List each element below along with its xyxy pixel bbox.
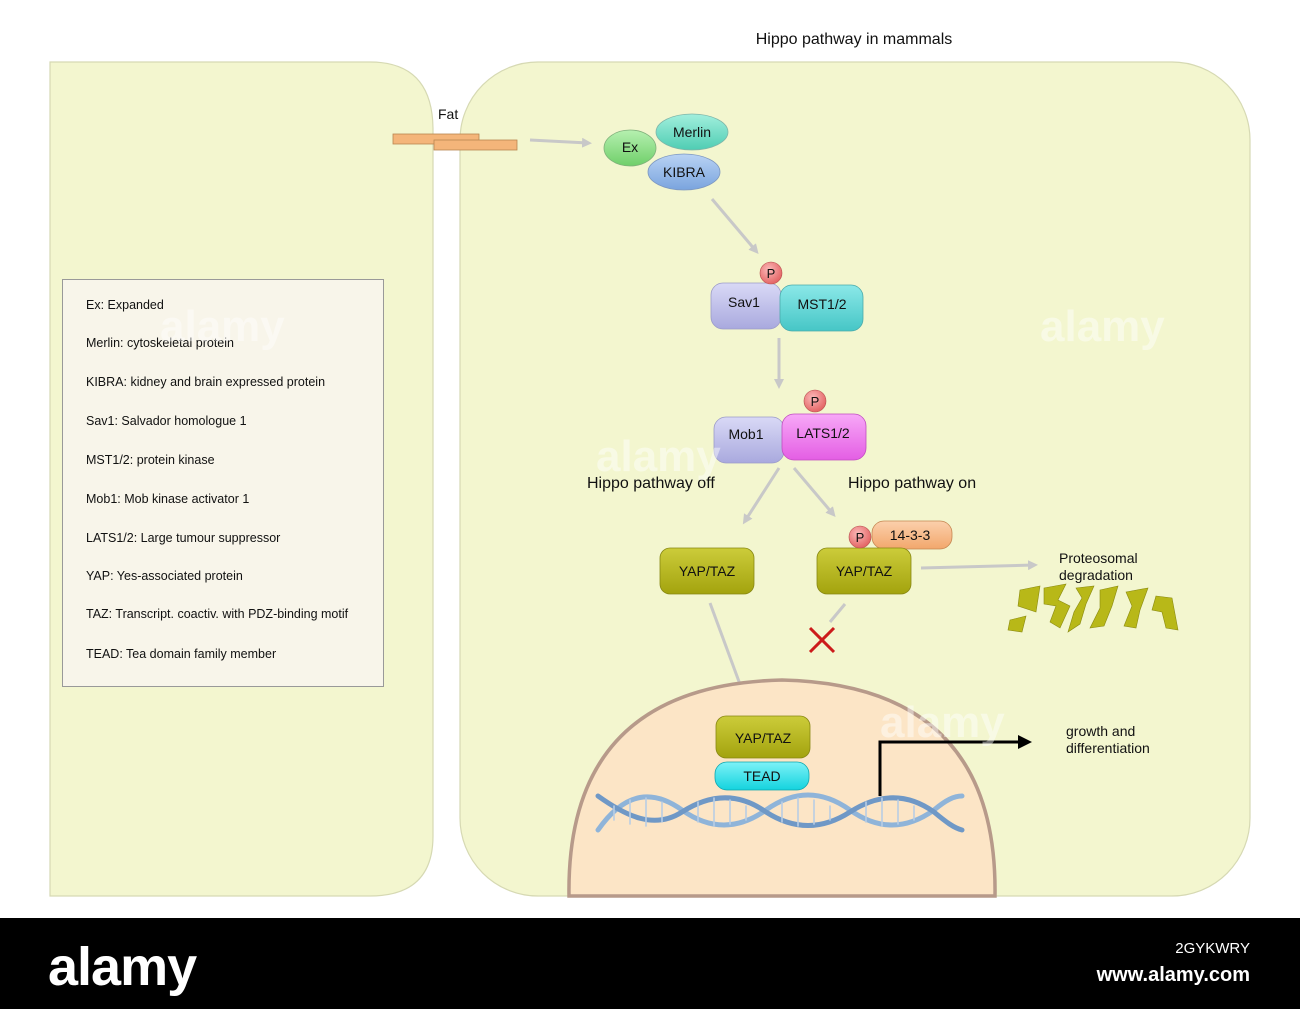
legend-item-taz: TAZ: Transcript. coactiv. with PDZ-bindi…	[86, 607, 349, 621]
mob1-lats-complex: P Mob1 LATS1/2	[713, 389, 867, 464]
pathway-arrows	[529, 137, 1038, 710]
transcription-arrow	[878, 735, 1032, 796]
tead-factor: TEAD	[714, 761, 810, 791]
dna-helix	[595, 792, 965, 833]
yap-taz-phosphorylated: 14-3-3 P YAP/TAZ	[816, 520, 953, 595]
phospho-lats	[803, 389, 827, 413]
phospho-lats-label: P	[811, 394, 820, 409]
legend-item-lats: LATS1/2: Large tumour suppressor	[86, 531, 281, 545]
degraded-protein-fragments	[1007, 583, 1179, 633]
pathway-off-label: Hippo pathway off	[587, 475, 715, 492]
arrow-complex-to-sav1	[710, 198, 759, 255]
legend-item-tead: TEAD: Tea domain family member	[86, 647, 277, 661]
growth-label-2: differentiation	[1066, 740, 1150, 756]
phospho-yap-label: P	[856, 530, 865, 545]
yap-off-label: YAP/TAZ	[679, 563, 736, 579]
legend-box: Ex: Expanded Merlin: cytoskeletal protei…	[62, 279, 384, 687]
fat-label: Fat	[438, 106, 458, 122]
blocked-line-yap-on	[828, 603, 847, 623]
ex-protein	[603, 129, 657, 167]
lats-label: LATS1/2	[796, 425, 850, 441]
yap-taz-active: YAP/TAZ	[659, 547, 755, 595]
footer-bar: alamy 2GYKWRY www.alamy.com	[0, 918, 1300, 1009]
legend-item-kibra: KIBRA: kidney and brain expressed protei…	[86, 375, 326, 389]
arrow-lats-to-yap-off	[742, 467, 781, 525]
legend-item-ex: Ex: Expanded	[86, 298, 164, 312]
footer-logo[interactable]: alamy	[48, 937, 197, 997]
legend-item-merlin: Merlin: cytoskeletal protein	[86, 336, 234, 350]
legend-item-sav1: Sav1: Salvador homologue 1	[86, 414, 247, 428]
merlin-label: Merlin	[673, 124, 711, 140]
arrow-yap-to-degradation	[920, 560, 1038, 571]
sav1-mst-complex: P Sav1 MST1/2	[710, 261, 864, 332]
yap-taz-nuclear: YAP/TAZ	[715, 715, 811, 759]
mst-protein	[779, 284, 864, 332]
inhibition-cross	[808, 626, 836, 654]
legend-item-mst: MST1/2: protein kinase	[86, 453, 215, 467]
mst-label: MST1/2	[797, 296, 846, 312]
ex-label: Ex	[622, 139, 638, 155]
kibra-label: KIBRA	[663, 164, 706, 180]
degradation-label-1: Proteosomal	[1059, 550, 1138, 566]
lats-protein	[781, 413, 867, 461]
mob1-label: Mob1	[728, 426, 763, 442]
tead-label: TEAD	[743, 768, 780, 784]
legend-item-mob1: Mob1: Mob kinase activator 1	[86, 492, 250, 506]
phospho-mst	[759, 261, 783, 285]
footer-url[interactable]: www.alamy.com	[1096, 964, 1250, 986]
protein-14-3-3	[871, 520, 953, 550]
sav1-label: Sav1	[728, 294, 760, 310]
phospho-mst-label: P	[767, 266, 776, 281]
legend-item-yap: YAP: Yes-associated protein	[86, 569, 243, 583]
diagram-title: Hippo pathway in mammals	[756, 31, 953, 48]
degradation-label-2: degradation	[1059, 567, 1133, 583]
yap-on-label: YAP/TAZ	[836, 563, 893, 579]
pathway-on-label: Hippo pathway on	[848, 475, 976, 492]
yap-nucleus-label: YAP/TAZ	[735, 730, 792, 746]
arrow-fat-to-ex	[529, 137, 592, 148]
growth-label-1: growth and	[1066, 723, 1135, 739]
kibra-protein	[647, 153, 721, 191]
fat-receptor	[392, 133, 518, 151]
protein-14-3-3-label: 14-3-3	[890, 527, 931, 543]
image-id: 2GYKWRY	[1175, 940, 1250, 957]
arrow-lats-to-yap-on	[792, 467, 836, 518]
merlin-protein	[655, 113, 729, 151]
ex-merlin-kibra-complex: Merlin Ex KIBRA	[603, 113, 729, 191]
phospho-yap	[848, 525, 872, 549]
